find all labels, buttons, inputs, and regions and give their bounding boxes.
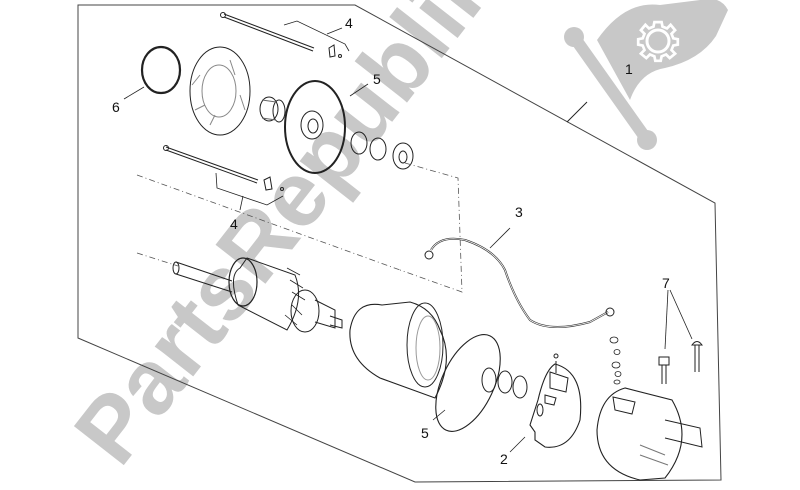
gasket-part-5-bottom [432, 334, 501, 432]
washer [497, 370, 513, 394]
callout-3: 3 [515, 204, 523, 220]
assembly-frame [77, 4, 722, 483]
callout-1: 1 [625, 61, 633, 77]
armature [172, 257, 343, 333]
o-ring-part-6 [140, 45, 182, 95]
callout-5-top: 5 [373, 71, 381, 87]
lock-washer [392, 142, 414, 170]
bearing [259, 96, 286, 123]
cable-part-3 [424, 227, 615, 328]
gasket-part-5-top [284, 80, 369, 174]
terminal-nut-stack [609, 336, 622, 385]
callout-4-bottom: 4 [230, 216, 238, 232]
end-cover [189, 46, 251, 136]
gear-flag-icon [564, 0, 728, 150]
yoke-housing [349, 301, 447, 399]
washer [350, 131, 368, 155]
callout-4-top: 4 [345, 15, 353, 31]
washer [512, 375, 528, 399]
bolts-part-7 [658, 289, 703, 384]
axis-lines [136, 162, 463, 293]
callout-2: 2 [500, 451, 508, 467]
callout-7: 7 [662, 275, 670, 291]
leader-1 [566, 101, 588, 123]
washer [369, 137, 387, 161]
through-bolt-bottom [163, 145, 284, 211]
callout-5-bottom: 5 [421, 425, 429, 441]
washer [481, 367, 497, 393]
front-cover [596, 387, 703, 481]
callout-6: 6 [112, 99, 120, 115]
brush-holder-part-2 [509, 353, 582, 453]
through-bolt-top [220, 12, 350, 58]
